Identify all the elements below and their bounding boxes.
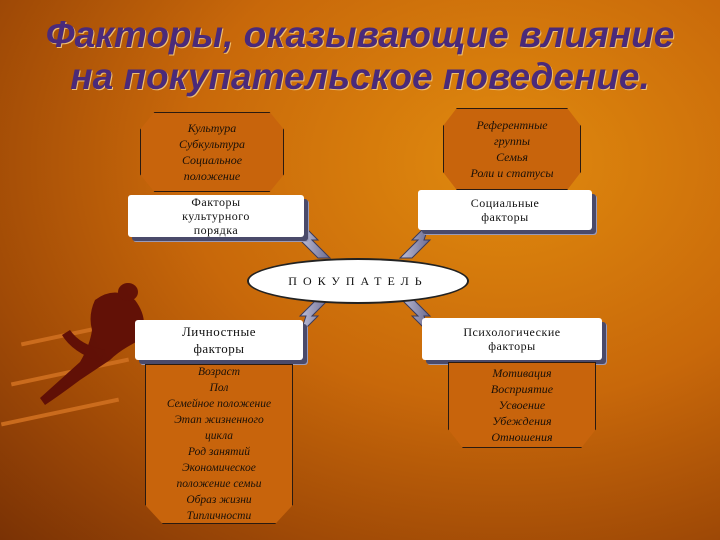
psychological-detail-5: Отношения bbox=[491, 430, 553, 444]
cultural-box-line-1: Факторы bbox=[191, 195, 241, 209]
psychological-box-line-2: факторы bbox=[488, 339, 536, 353]
social-factors-box: Социальные факторы bbox=[418, 190, 592, 230]
social-detail-3: Семья bbox=[496, 150, 528, 164]
psychological-box-line-1: Психологические bbox=[463, 325, 561, 339]
personal-details: Возраст Пол Семейное положение Этап жизн… bbox=[145, 364, 293, 524]
personal-factors-box: Личностные факторы bbox=[135, 320, 303, 360]
buyer-ellipse: ПОКУПАТЕЛЬ bbox=[247, 258, 469, 304]
psychological-detail-1: Мотивация bbox=[492, 366, 552, 380]
personal-detail-5: цикла bbox=[204, 430, 233, 442]
personal-box-line-2: факторы bbox=[193, 341, 245, 356]
psychological-factors-box: Психологические факторы bbox=[422, 318, 602, 360]
social-detail-4: Роли и статусы bbox=[470, 166, 554, 180]
personal-detail-2: Пол bbox=[209, 382, 229, 394]
cultural-detail-2: Субкультура bbox=[178, 137, 246, 151]
page-title: Факторы, оказывающие влияние на покупате… bbox=[0, 14, 720, 98]
psychological-detail-3: Усвоение bbox=[498, 398, 546, 412]
personal-detail-6: Род занятий bbox=[188, 446, 250, 458]
psychological-detail-4: Убеждения bbox=[492, 414, 552, 428]
personal-detail-9: Образ жизни bbox=[186, 494, 252, 506]
title-line-2: на покупательское поведение. bbox=[70, 56, 650, 97]
personal-detail-4: Этап жизненного bbox=[174, 414, 264, 426]
personal-box-line-1: Личностные bbox=[181, 324, 256, 339]
cultural-box-line-2: культурного bbox=[182, 209, 250, 223]
arrow-personal bbox=[298, 297, 332, 335]
title-line-1: Факторы, оказывающие влияние bbox=[45, 14, 675, 55]
cultural-factors-box: Факторы культурного порядка bbox=[128, 195, 304, 237]
personal-detail-7: Экономическое bbox=[182, 462, 256, 474]
buyer-label: ПОКУПАТЕЛЬ bbox=[288, 273, 428, 288]
social-box-line-2: факторы bbox=[481, 210, 529, 224]
social-details: Референтные группы Семья Роли и статусы bbox=[443, 108, 581, 190]
cultural-detail-3: Социальное bbox=[181, 153, 243, 167]
social-box-line-1: Социальные bbox=[470, 196, 540, 210]
personal-detail-3: Семейное положение bbox=[166, 398, 272, 410]
cultural-box-line-3: порядка bbox=[193, 223, 239, 237]
arrow-cultural bbox=[298, 221, 332, 259]
social-detail-1: Референтные bbox=[476, 118, 548, 132]
personal-detail-1: Возраст bbox=[197, 366, 241, 378]
cultural-detail-1: Культура bbox=[187, 121, 237, 135]
personal-detail-8: положение семьи bbox=[176, 478, 262, 490]
social-detail-2: группы bbox=[494, 134, 530, 148]
arrow-social bbox=[398, 221, 432, 259]
cultural-details: Культура Субкультура Социальное положени… bbox=[140, 112, 284, 192]
personal-detail-10: Типличности bbox=[186, 510, 252, 522]
psychological-details: Мотивация Восприятие Усвоение Убеждения … bbox=[448, 362, 596, 448]
psychological-detail-2: Восприятие bbox=[490, 382, 554, 396]
cultural-detail-4: положение bbox=[183, 169, 241, 183]
